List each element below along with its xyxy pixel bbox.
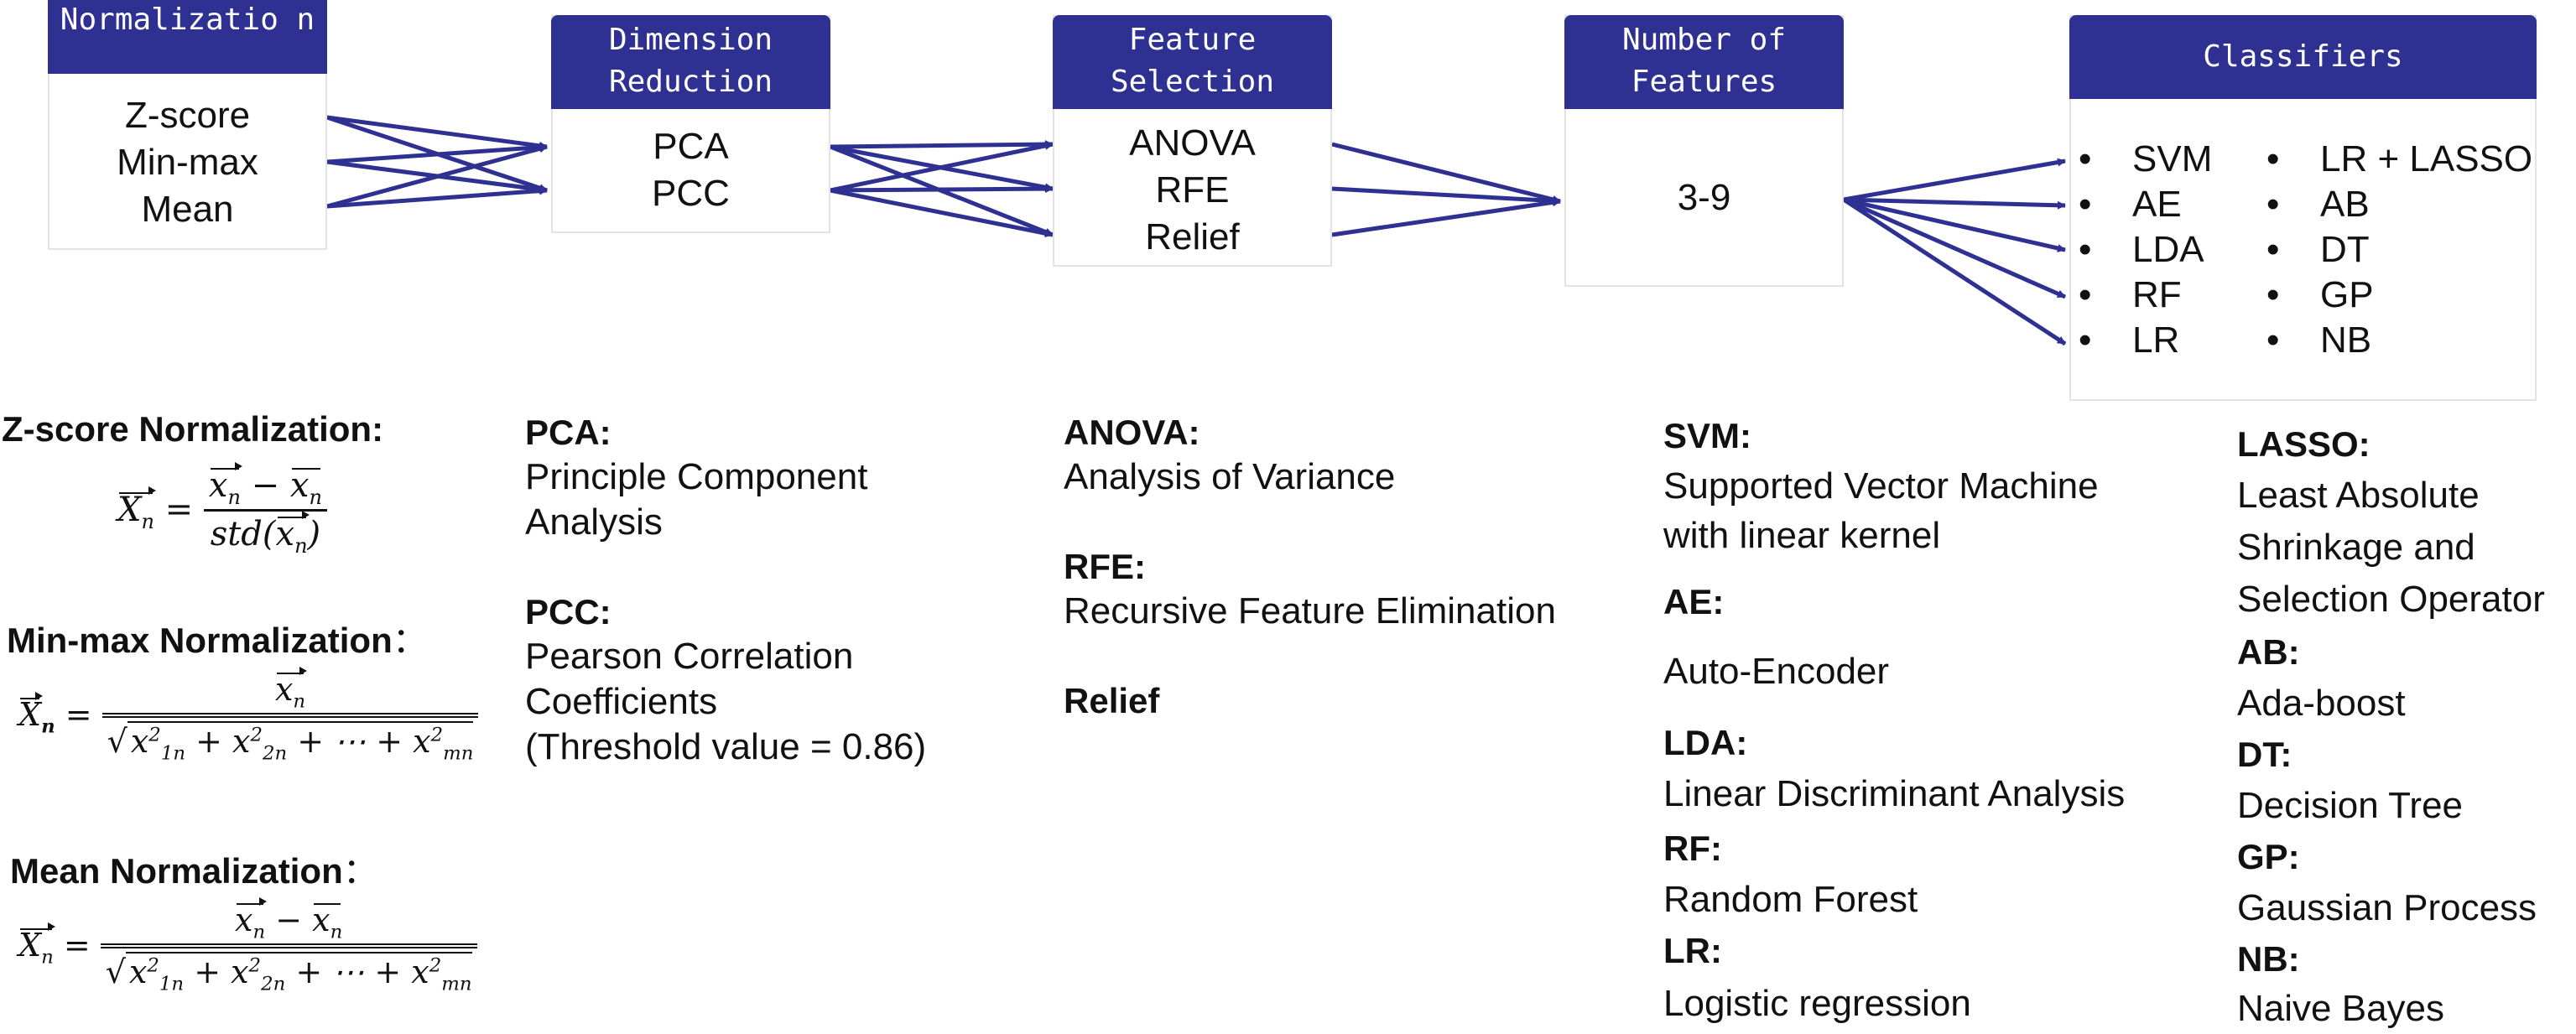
anova-text: Analysis of Variance xyxy=(1064,456,1396,497)
arrow-anova-n xyxy=(1331,142,1561,204)
arrow-pca-anova xyxy=(830,140,1054,149)
classifier-nb: NB xyxy=(2266,318,2532,363)
arrow-relief-n xyxy=(1331,198,1561,237)
arrow-zscore-pca xyxy=(326,115,548,150)
mean-title-text: Mean Normalization xyxy=(10,851,343,891)
normalization-header: Normalizatio n xyxy=(48,0,327,74)
dimension-reduction-title-1: Dimension xyxy=(608,23,773,57)
classifier-gp: GP xyxy=(2266,273,2532,318)
rf-title: RF: xyxy=(1663,829,1722,868)
dimension-reduction-title-2: Reduction xyxy=(608,65,773,99)
arrow-pcc-rfe xyxy=(830,184,1054,194)
minmax-formula: Xn = xn√x21n + x22n + ⋯ + x2mn xyxy=(18,667,479,764)
lasso-title: LASSO: xyxy=(2237,424,2370,464)
classifier-dt: DT xyxy=(2266,227,2532,273)
lda-title: LDA: xyxy=(1663,723,1748,762)
pcc-line-3: (Threshold value = 0.86) xyxy=(525,726,927,767)
selection-item-relief: Relief xyxy=(1145,216,1240,257)
anova-title: ANOVA: xyxy=(1064,413,1200,452)
lda-text: Linear Discriminant Analysis xyxy=(1663,773,2126,814)
classifiers-right-list: LR + LASSO AB DT GP NB xyxy=(2266,137,2532,363)
nb-title: NB: xyxy=(2237,939,2300,979)
classifier-lda: LDA xyxy=(2079,227,2212,273)
arrow-mean-pcc xyxy=(326,186,548,209)
pcc-line-2: Coefficients xyxy=(525,681,718,722)
feature-selection-title-2: Selection xyxy=(1110,65,1275,99)
number-of-features-header: Number of Features xyxy=(1564,15,1844,109)
classifiers-left-list: SVM AE LDA RF LR xyxy=(2079,137,2212,363)
minmax-title: Min-max Normalization： xyxy=(7,612,428,663)
minmax-title-text: Min-max Normalization xyxy=(7,621,393,660)
arrow-pcc-anova xyxy=(830,141,1054,193)
classifiers-title: Classifiers xyxy=(2203,39,2403,74)
normalization-item-zscore: Z-score xyxy=(124,95,251,136)
number-of-features-title-1: Number of xyxy=(1621,23,1787,57)
normalization-title: Normalizatio n xyxy=(60,3,315,37)
gp-title: GP: xyxy=(2237,837,2300,876)
mean-formula: Xn = xn − xn√x21n + x22n + ⋯ + x2mn xyxy=(18,897,477,995)
selection-item-anova: ANOVA xyxy=(1129,122,1256,164)
lasso-line-1: Least Absolute xyxy=(2237,475,2480,516)
dimension-item-pca: PCA xyxy=(653,126,729,167)
number-of-features-title-2: Features xyxy=(1631,65,1777,99)
zscore-title: Z-score Normalization: xyxy=(2,409,384,449)
arrow-pcc-relief xyxy=(830,188,1054,238)
normalization-item-mean: Mean xyxy=(141,189,234,230)
normalization-items: Z-score Min-max Mean xyxy=(48,92,327,233)
classifier-lr: LR xyxy=(2079,318,2212,363)
classifier-rf: RF xyxy=(2079,273,2212,318)
svm-line-2: with linear kernel xyxy=(1663,515,1941,556)
arrow-n-rf xyxy=(1842,197,2067,299)
feature-selection-items: ANOVA RFE Relief xyxy=(1053,120,1332,261)
mean-title: Mean Normalization： xyxy=(10,843,378,894)
arrow-n-lr xyxy=(1842,197,2067,346)
dimension-reduction-items: PCA PCC xyxy=(551,123,830,217)
arrow-n-svm xyxy=(1843,158,2066,202)
ae-title: AE: xyxy=(1663,582,1725,621)
number-of-features-value: 3-9 xyxy=(1677,177,1731,218)
lr-title: LR: xyxy=(1663,931,1722,970)
lasso-line-3: Selection Operator xyxy=(2237,579,2545,620)
dt-title: DT: xyxy=(2237,735,2292,774)
rf-text: Random Forest xyxy=(1663,879,1918,920)
arrow-rfe-n xyxy=(1331,186,1561,205)
classifiers-header: Classifiers xyxy=(2069,15,2537,99)
rfe-title: RFE: xyxy=(1064,547,1146,586)
ae-text: Auto-Encoder xyxy=(1663,651,1890,692)
normalization-item-minmax: Min-max xyxy=(117,142,258,183)
gp-text: Gaussian Process xyxy=(2237,887,2537,928)
ab-text: Ada-boost xyxy=(2237,683,2406,724)
pcc-title: PCC: xyxy=(525,592,611,631)
svm-line-1: Supported Vector Machine xyxy=(1663,465,2099,507)
classifier-ab: AB xyxy=(2266,182,2532,227)
classifier-lr-lasso: LR + LASSO xyxy=(2266,137,2532,182)
feature-selection-title-1: Feature xyxy=(1128,23,1257,57)
svm-title: SVM: xyxy=(1663,416,1751,455)
minmax-colon: ： xyxy=(392,621,428,660)
dt-text: Decision Tree xyxy=(2237,785,2464,826)
dimension-reduction-header: Dimension Reduction xyxy=(551,15,830,109)
lr-text: Logistic regression xyxy=(1663,983,1971,1024)
pcc-line-1: Pearson Correlation xyxy=(525,636,854,677)
rfe-text: Recursive Feature Elimination xyxy=(1064,590,1556,631)
arrow-mean-pca xyxy=(326,144,548,209)
feature-selection-header: Feature Selection xyxy=(1053,15,1332,109)
relief-title: Relief xyxy=(1064,681,1160,720)
ab-title: AB: xyxy=(2237,632,2300,672)
mean-colon: ： xyxy=(342,851,378,891)
dimension-item-pcc: PCC xyxy=(652,173,730,214)
arrow-n-ae xyxy=(1843,197,2066,210)
pca-title: PCA: xyxy=(525,413,611,452)
classifier-ae: AE xyxy=(2079,182,2212,227)
arrow-n-lda xyxy=(1843,197,2066,252)
pca-line-2: Analysis xyxy=(525,501,663,543)
pca-line-1: Principle Component xyxy=(525,456,868,497)
selection-item-rfe: RFE xyxy=(1155,169,1230,210)
arrow-minmax-pca xyxy=(326,143,548,164)
classifier-svm: SVM xyxy=(2079,137,2212,182)
lasso-line-2: Shrinkage and xyxy=(2237,527,2475,568)
nb-text: Naive Bayes xyxy=(2237,988,2445,1029)
